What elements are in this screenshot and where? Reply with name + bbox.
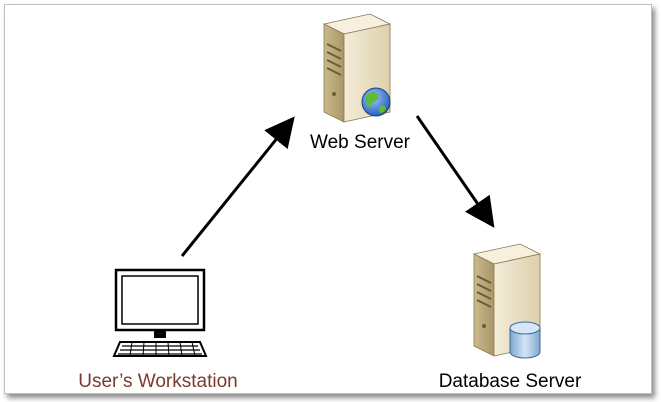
web-server-label: Web Server: [310, 132, 410, 153]
workstation-label: User’s Workstation: [78, 371, 238, 392]
database-server-label: Database Server: [438, 371, 582, 392]
database-server-icon: [472, 243, 542, 359]
edge-workstation-to-web-server: [180, 116, 295, 257]
web-server-icon: [322, 13, 392, 123]
edge-web-server-to-database-server: [415, 115, 495, 228]
workstation-icon: [112, 268, 208, 357]
